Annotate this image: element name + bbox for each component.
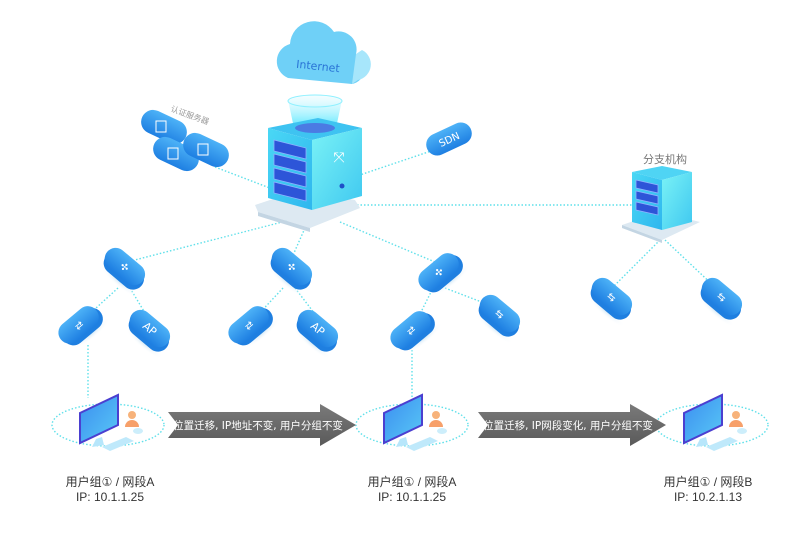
- core-switch[interactable]: ⤧: [255, 94, 362, 232]
- terminal-3-group: 用户组① / 网段B: [663, 475, 753, 489]
- link-branch-acc5: [609, 239, 661, 291]
- terminal-1-ip: IP: 10.1.1.25: [75, 490, 145, 504]
- terminal-pc-1[interactable]: [51, 393, 165, 451]
- terminal-3-ip: IP: 10.2.1.13: [673, 490, 743, 504]
- switch-pills: ✣✣✣⇄AP⇄AP⇄⇆⇆⇆: [54, 243, 751, 362]
- core-rack-slots: [273, 139, 307, 202]
- link-agg1-acc1: [84, 287, 119, 319]
- keyboard-icon: [102, 437, 134, 451]
- sdn-controller[interactable]: SDN: [423, 119, 476, 159]
- sdn-pill-icon: [426, 122, 472, 156]
- user-icon: [128, 411, 136, 419]
- link-core-auth: [214, 166, 276, 191]
- terminal-2-group: 用户组① / 网段A: [367, 475, 457, 489]
- terminal-1-group: 用户组① / 网段A: [65, 475, 155, 489]
- user-icon: [732, 411, 740, 419]
- auth-server-cluster[interactable]: 认证服务器: [137, 103, 233, 175]
- aggregation-switch-1[interactable]: ✣: [94, 243, 154, 300]
- monitor-icon: [79, 393, 119, 445]
- access-switch-5[interactable]: ⇆: [581, 273, 641, 330]
- aggregation-switch-2[interactable]: ✣: [261, 243, 321, 300]
- keyboard-icon: [706, 437, 738, 451]
- migration-arrow-2-text: 位置迁移, IP网段变化, 用户分组不变: [483, 419, 653, 432]
- migration-arrow-1: 位置迁移, IP地址不变, 用户分组不变: [168, 404, 356, 446]
- access-switch-4[interactable]: ⇆: [469, 290, 529, 347]
- access-switch-1[interactable]: ⇄: [54, 298, 114, 355]
- aggregation-switch-3[interactable]: ✣: [414, 245, 474, 302]
- mouse-icon: [737, 428, 747, 434]
- internet-label: Internet: [296, 58, 341, 76]
- access-switch-2[interactable]: ⇄: [224, 298, 284, 355]
- internet-cloud[interactable]: Internet: [276, 21, 371, 84]
- link-core-sdn: [344, 147, 441, 181]
- terminals: [51, 393, 769, 451]
- terminal-pc-3[interactable]: [655, 393, 769, 451]
- server-stack-icon: [141, 109, 229, 172]
- branch-label: 分支机构: [643, 154, 687, 166]
- core-move-icon: ⤧: [333, 149, 344, 165]
- links: [84, 147, 719, 398]
- user-icon: [432, 411, 440, 419]
- link-core-agg2: [289, 227, 306, 263]
- link-agg3-acc4: [444, 287, 493, 307]
- terminal-label-3: 用户组① / 网段B IP: 10.2.1.13: [638, 475, 778, 505]
- migration-arrow-2: 位置迁移, IP网段变化, 用户分组不变: [478, 404, 666, 446]
- link-core-agg3: [339, 221, 436, 263]
- keyboard-icon: [406, 437, 438, 451]
- monitor-icon: [383, 393, 423, 445]
- migration-arrow-1-text: 位置迁移, IP地址不变, 用户分组不变: [173, 419, 343, 432]
- mouse-icon: [133, 428, 143, 434]
- ap-1[interactable]: AP: [119, 305, 179, 362]
- terminal-label-2: 用户组① / 网段A IP: 10.1.1.25: [342, 475, 482, 505]
- core-power-led: [339, 183, 345, 189]
- terminal-label-1: 用户组① / 网段A IP: 10.1.1.25: [40, 475, 180, 505]
- monitor-icon: [683, 393, 723, 445]
- cloud-icon: [276, 21, 365, 84]
- branch-switch[interactable]: [622, 166, 700, 243]
- terminal-2-ip: IP: 10.1.1.25: [377, 490, 447, 504]
- terminal-pc-2[interactable]: [355, 393, 469, 451]
- ap-2[interactable]: AP: [287, 305, 347, 362]
- mouse-icon: [437, 428, 447, 434]
- link-core-agg1: [134, 219, 291, 261]
- access-switch-6[interactable]: ⇆: [691, 273, 751, 330]
- access-switch-3[interactable]: ⇄: [386, 303, 446, 360]
